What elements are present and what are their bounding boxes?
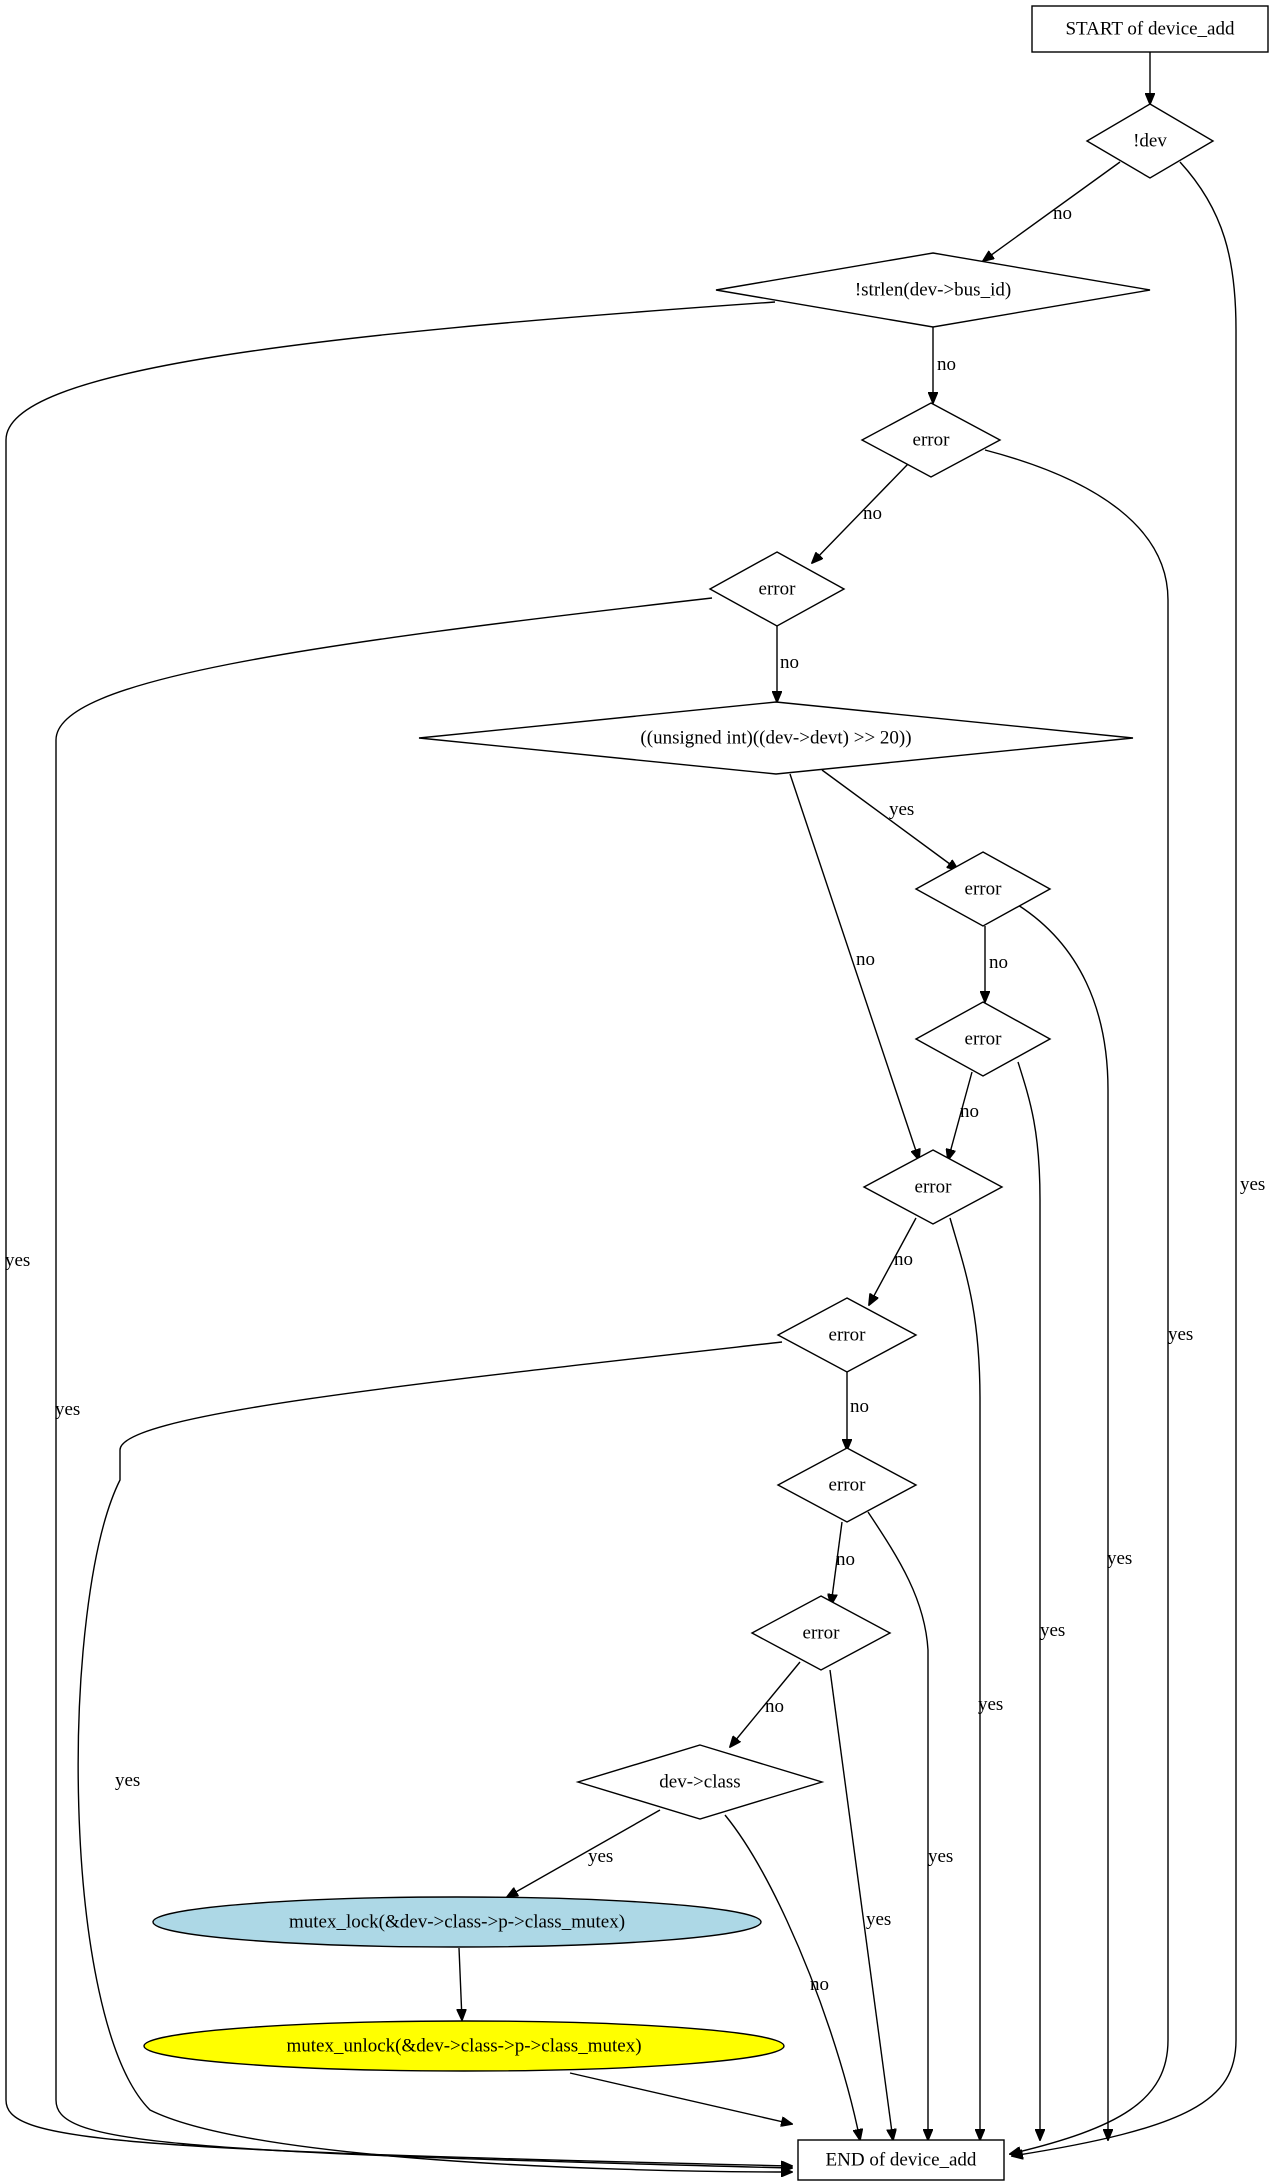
decision-error-1: error — [860, 402, 1002, 478]
edge-label-yes: yes — [5, 1250, 30, 1271]
svg-text:mutex_unlock(&dev->class->p->c: mutex_unlock(&dev->class->p->class_mutex… — [286, 2036, 641, 2057]
edge-dev-check-yes: yes — [1012, 161, 1265, 2156]
edge-label-no: no — [856, 949, 875, 970]
decision-error-5: error — [862, 1149, 1004, 1225]
edge-label-yes: yes — [978, 1694, 1003, 1715]
nodes: START of device_add !dev !strlen(dev->bu… — [143, 5, 1269, 2181]
decision-error-3: error — [914, 851, 1052, 927]
edge-error-2-yes: yes — [55, 597, 792, 2168]
edge-error-3-no: no — [985, 926, 1008, 1002]
mutex-lock-node: mutex_lock(&dev->class->p->class_mutex) — [152, 1896, 762, 1948]
edge-error-4-no: no — [948, 1071, 979, 1160]
edge-label-yes: yes — [1240, 1174, 1265, 1195]
edge-error-5-yes: yes — [949, 1217, 1003, 2140]
edge-error-1-no: no — [812, 463, 909, 563]
edge-label-yes: yes — [1040, 1620, 1065, 1641]
decision-error-8: error — [750, 1595, 892, 1671]
decision-bus-id-empty: !strlen(dev->bus_id) — [715, 252, 1151, 328]
edge-error-6-yes: yes — [77, 1341, 792, 2172]
edge-error-4-yes: yes — [1017, 1061, 1065, 2140]
svg-text:error: error — [965, 879, 1003, 900]
edge-label-no: no — [850, 1396, 869, 1417]
edge-error-7-yes: yes — [867, 1511, 953, 2140]
edge-devt-check-yes: yes — [821, 769, 958, 870]
svg-text:error: error — [759, 579, 797, 600]
edge-label-no: no — [863, 503, 882, 524]
svg-text:START of device_add: START of device_add — [1065, 19, 1235, 40]
decision-error-6: error — [776, 1297, 918, 1373]
edge-error-7-no: no — [831, 1521, 855, 1605]
svg-text:!dev: !dev — [1133, 131, 1167, 152]
edge-error-3-yes: yes — [1017, 904, 1132, 2140]
start-node: START of device_add — [1031, 5, 1269, 53]
edge-label-no: no — [989, 952, 1008, 973]
edge-label-no: no — [810, 1974, 829, 1995]
edge-label-no: no — [780, 652, 799, 673]
end-node: END of device_add — [797, 2139, 1005, 2181]
edges: no yes no yes no yes no yes — [5, 52, 1265, 2172]
edge-label-yes: yes — [1168, 1324, 1193, 1345]
edge-label-no: no — [894, 1249, 913, 1270]
edge-label-yes: yes — [889, 799, 914, 820]
edge-label-no: no — [937, 354, 956, 375]
svg-text:error: error — [829, 1475, 867, 1496]
svg-text:dev->class: dev->class — [659, 1772, 740, 1793]
edge-dev-class-yes: yes — [507, 1809, 661, 1897]
edge-dev-check-no: no — [983, 161, 1121, 261]
edge-label-no: no — [765, 1696, 784, 1717]
edge-error-1-yes: yes — [984, 449, 1193, 2154]
edge-label-no: no — [960, 1101, 979, 1122]
decision-error-4: error — [914, 1001, 1052, 1077]
svg-text:mutex_lock(&dev->class->p->cla: mutex_lock(&dev->class->p->class_mutex) — [289, 1912, 625, 1933]
edge-label-yes: yes — [1107, 1548, 1132, 1569]
edge-error-6-no: no — [847, 1372, 869, 1450]
svg-text:((unsigned int)((dev->devt) >>: ((unsigned int)((dev->devt) >> 20)) — [640, 728, 911, 749]
edge-label-no: no — [1053, 203, 1072, 224]
edge-bus-id-check-no: no — [933, 327, 956, 403]
svg-text:!strlen(dev->bus_id): !strlen(dev->bus_id) — [855, 280, 1011, 301]
edge-label-yes: yes — [55, 1399, 80, 1420]
svg-text:error: error — [965, 1029, 1003, 1050]
decision-error-2: error — [708, 551, 846, 627]
edge-label-no: no — [836, 1549, 855, 1570]
edge-bus-id-check-yes: yes — [5, 301, 792, 2166]
edge-lock-to-unlock — [459, 1947, 462, 2020]
edge-label-yes: yes — [866, 1909, 891, 1930]
edge-error-8-yes: yes — [829, 1669, 893, 2140]
edge-dev-class-no: no — [724, 1814, 860, 2140]
decision-devt-major: ((unsigned int)((dev->devt) >> 20)) — [418, 701, 1134, 775]
svg-text:error: error — [913, 430, 951, 451]
decision-error-7: error — [776, 1447, 918, 1523]
mutex-unlock-node: mutex_unlock(&dev->class->p->class_mutex… — [143, 2020, 785, 2072]
svg-text:error: error — [915, 1177, 953, 1198]
decision-dev-class: dev->class — [575, 1744, 825, 1820]
edge-devt-check-no: no — [789, 773, 919, 1160]
edge-error-5-no: no — [869, 1217, 917, 1305]
edge-label-yes: yes — [928, 1846, 953, 1867]
svg-text:error: error — [803, 1623, 841, 1644]
edge-unlock-to-end — [569, 2072, 792, 2124]
edge-label-yes: yes — [588, 1846, 613, 1867]
edge-error-8-no: no — [730, 1661, 801, 1747]
edge-error-2-no: no — [777, 626, 799, 702]
edge-label-yes: yes — [115, 1770, 140, 1791]
svg-text:END of device_add: END of device_add — [826, 2150, 977, 2171]
svg-text:error: error — [829, 1325, 867, 1346]
decision-dev-null: !dev — [1085, 103, 1215, 179]
